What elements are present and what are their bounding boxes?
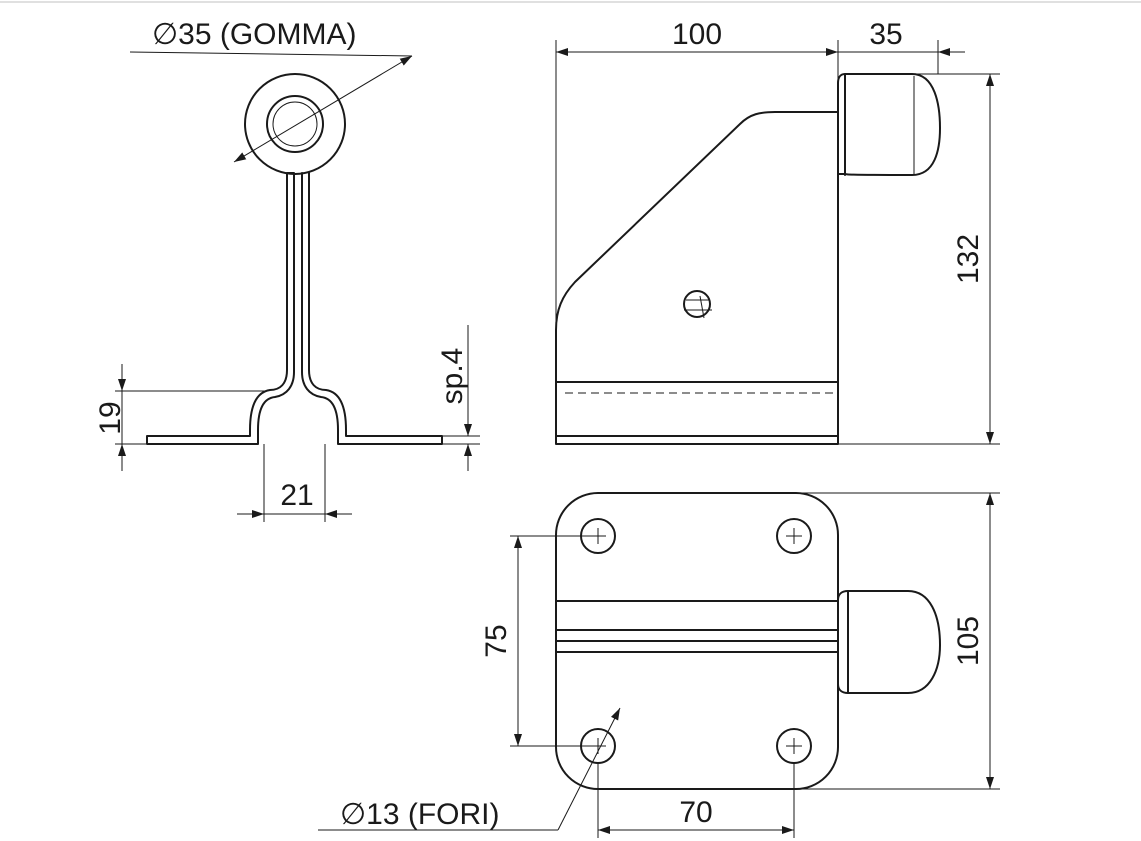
bracket-right-wing <box>301 172 443 445</box>
rubber-bumper-outline <box>244 73 346 175</box>
rubber-inner-ring-2 <box>272 101 318 147</box>
hole-diameter-leader <box>557 707 621 831</box>
rubber-bumper-side <box>837 73 941 176</box>
hole-diameter-label: ∅13 (FORI) <box>340 798 499 831</box>
bend-height-label: 19 <box>94 401 127 434</box>
thickness-label: sp.4 <box>436 348 469 405</box>
bracket-left-wing <box>146 172 295 445</box>
length-label: 100 <box>672 18 722 51</box>
rubber-length-label: 35 <box>869 18 902 51</box>
rubber-diameter-line <box>233 55 413 163</box>
top-view: 75 105 70 ∅13 (FORI) <box>318 492 1000 838</box>
hole-spacing-v-label: 75 <box>480 624 513 657</box>
front-view: ∅35 (GOMMA) 19 21 sp.4 <box>94 18 480 522</box>
rubber-bumper-top <box>837 590 941 694</box>
plate-width-label: 105 <box>952 616 985 666</box>
hole-top-right <box>776 518 812 554</box>
side-view: 100 35 132 <box>555 18 1000 445</box>
rubber-diameter-leader <box>129 51 413 57</box>
hole-bottom-right <box>776 728 812 764</box>
bend-width-label: 21 <box>280 479 313 512</box>
bracket-side-profile <box>555 111 839 445</box>
rubber-diameter-label: ∅35 (GOMMA) <box>152 18 356 51</box>
bolt-mark <box>683 290 712 319</box>
hole-spacing-h-label: 70 <box>679 796 712 829</box>
height-label: 132 <box>952 234 985 284</box>
rubber-inner-ring <box>266 95 324 153</box>
